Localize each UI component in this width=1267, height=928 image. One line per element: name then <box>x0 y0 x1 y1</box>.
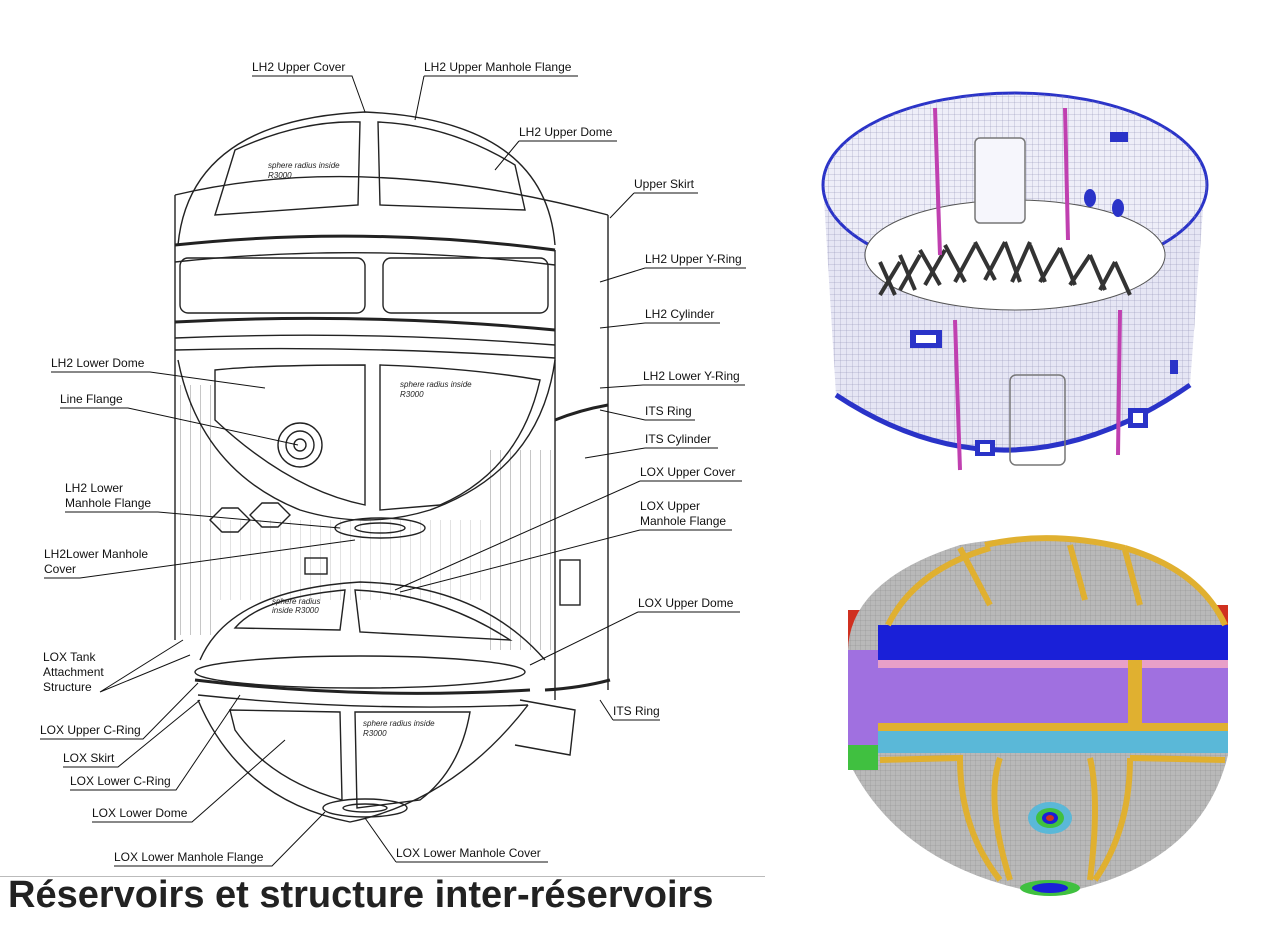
label-lh2-lower-manhole-cover-l1: LH2Lower Manhole <box>44 547 148 561</box>
caption-divider <box>0 876 765 877</box>
label-lh2-lower-manhole-cover-l2: Cover <box>44 562 76 576</box>
lower-sphere-note-1: sphere radius inside <box>400 380 472 389</box>
label-lh2-cylinder: LH2 Cylinder <box>645 307 714 321</box>
label-upper-skirt: Upper Skirt <box>634 177 695 191</box>
label-lh2-upper-dome: LH2 Upper Dome <box>519 125 613 139</box>
label-lox-lower-dome: LOX Lower Dome <box>92 806 188 820</box>
label-lox-upper-dome: LOX Upper Dome <box>638 596 734 610</box>
lox-small-note-2: inside R3000 <box>272 606 319 615</box>
label-its-ring-upper: ITS Ring <box>645 404 692 418</box>
label-lox-skirt: LOX Skirt <box>63 751 115 765</box>
upper-sphere-note-2: R3000 <box>268 171 292 180</box>
label-its-ring-lower: ITS Ring <box>613 704 660 718</box>
label-line-flange: Line Flange <box>60 392 123 406</box>
label-lh2-lower-dome: LH2 Lower Dome <box>51 356 145 370</box>
label-lh2-lower-y-ring: LH2 Lower Y-Ring <box>643 369 740 383</box>
label-lox-tank-attachment-l1: LOX Tank <box>43 650 96 664</box>
label-lox-lower-manhole-cover: LOX Lower Manhole Cover <box>396 846 541 860</box>
lox-small-note-1: sphere radius <box>272 597 320 606</box>
lower-sphere-note-2: R3000 <box>400 390 424 399</box>
fem-tank-model <box>848 535 1228 896</box>
label-lox-lower-manhole-flange: LOX Lower Manhole Flange <box>114 850 264 864</box>
lox-lower-note-1: sphere radius inside <box>363 719 435 728</box>
label-lox-upper-manhole-flange-l1: LOX Upper <box>640 499 700 513</box>
label-lh2-upper-manhole-flange: LH2 Upper Manhole Flange <box>424 60 572 74</box>
label-lox-tank-attachment-l2: Attachment <box>43 665 104 679</box>
label-lox-tank-attachment-l3: Structure <box>43 680 92 694</box>
upper-sphere-note-1: sphere radius inside <box>268 161 340 170</box>
label-lh2-upper-cover: LH2 Upper Cover <box>252 60 345 74</box>
label-lox-upper-c-ring: LOX Upper C-Ring <box>40 723 141 737</box>
label-lox-upper-cover: LOX Upper Cover <box>640 465 735 479</box>
label-lh2-upper-y-ring: LH2 Upper Y-Ring <box>645 252 742 266</box>
labels: LH2 Upper Cover LH2 Upper Manhole Flange… <box>40 60 746 867</box>
label-lh2-lower-manhole-flange-l1: LH2 Lower <box>65 481 123 495</box>
label-lox-lower-c-ring: LOX Lower C-Ring <box>70 774 171 788</box>
lox-lower-note-2: R3000 <box>363 729 387 738</box>
slide-caption: Réservoirs et structure inter-réservoirs <box>8 874 714 916</box>
line-drawing <box>174 111 611 823</box>
label-lh2-lower-manhole-flange-l2: Manhole Flange <box>65 496 151 510</box>
fem-intertank-model <box>821 91 1209 471</box>
label-its-cylinder: ITS Cylinder <box>645 432 711 446</box>
label-lox-upper-manhole-flange-l2: Manhole Flange <box>640 514 726 528</box>
